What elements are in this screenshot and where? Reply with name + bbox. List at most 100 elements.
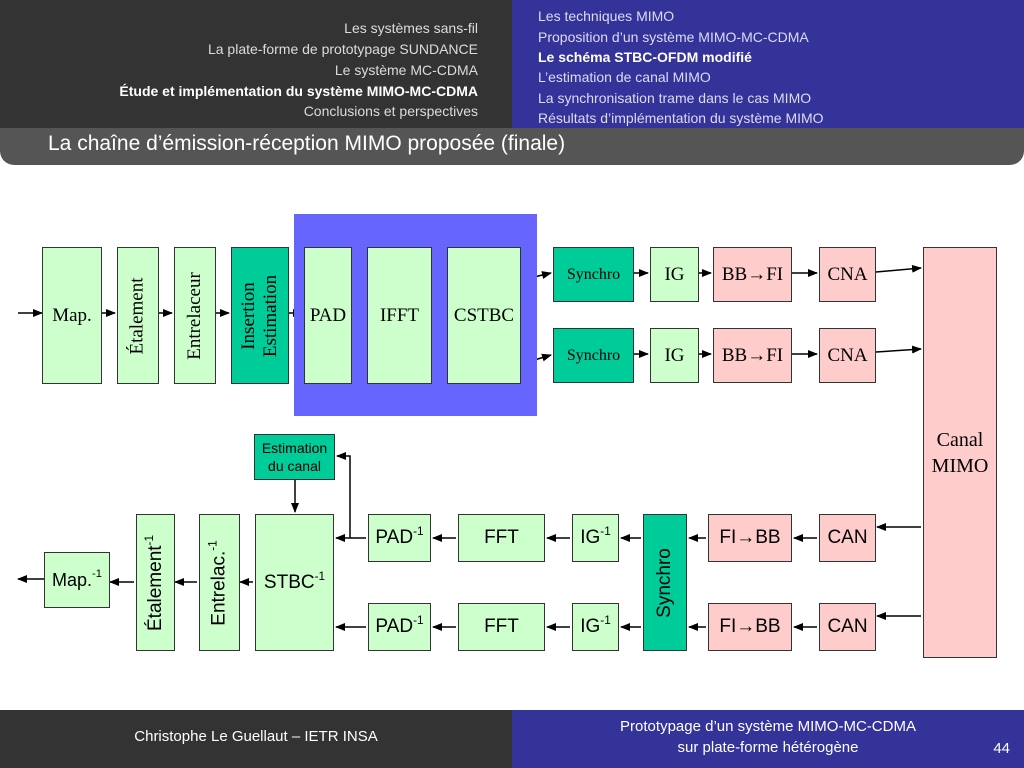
tx-insertion-estimation-block: Insertion Estimation <box>231 247 289 384</box>
rx-map-exp: -1 <box>92 567 102 580</box>
footer-author: Christophe Le Guellaut – IETR INSA <box>134 728 378 745</box>
rx-fft-label-1: FFT <box>484 527 519 548</box>
canal-label: Canal <box>936 428 984 451</box>
tx-synchro-block-2: Synchro <box>553 328 634 383</box>
rx-du-canal-label: du canal <box>268 458 321 474</box>
rx-etalement-exp: -1 <box>142 534 156 545</box>
rx-fft-block-1: FFT <box>458 514 545 562</box>
tx-map-block: Map. <box>42 247 102 384</box>
rx-pad-block-2: PAD-1 <box>368 603 431 651</box>
tx-map-label: Map. <box>52 304 92 326</box>
canal-mimo-block: Canal MIMO <box>923 247 997 658</box>
subsection-item-proposition[interactable]: Proposition d’un système MIMO-MC-CDMA <box>538 29 809 45</box>
rx-fi-bb-block-2: FI→BB <box>708 603 792 651</box>
rx-estimation-canal-block: Estimation du canal <box>254 434 335 480</box>
tx-bb-fi-label-1: BB→FI <box>721 263 784 285</box>
rx-synchro-block: Synchro <box>643 514 687 651</box>
rx-entrelac-label: Entrelac. <box>208 550 230 626</box>
tx-ig-label-2: IG <box>664 344 685 366</box>
tx-bb-fi-block-1: BB→FI <box>713 247 792 302</box>
rx-synchro-label: Synchro <box>654 547 676 618</box>
rx-can-label-2: CAN <box>827 616 868 637</box>
tx-pad-label: PAD <box>309 304 347 326</box>
mimo-label: MIMO <box>931 454 989 477</box>
rx-map-text: Map.-1 <box>52 567 102 591</box>
rx-fi-bb-label-1: FI→BB <box>719 527 781 548</box>
rx-ig-text-2: IG-1 <box>580 614 611 638</box>
subsection-item-synchronisation[interactable]: La synchronisation trame dans le cas MIM… <box>538 90 812 106</box>
rx-pad-text-2: PAD-1 <box>375 614 423 638</box>
tx-cstbc-label: CSTBC <box>453 304 515 326</box>
rx-pad-exp-1: -1 <box>413 525 424 538</box>
arrow-cna1-canal <box>875 264 922 273</box>
rx-entrelac-exp: -1 <box>206 539 220 551</box>
rx-etalement-text: Étalement-1 <box>142 534 167 631</box>
rx-ig-block-1: IG-1 <box>572 514 619 562</box>
section-item-conclusions[interactable]: Conclusions et perspectives <box>303 103 478 119</box>
tx-etalement-label: Étalement <box>127 276 148 355</box>
subsection-item-resultats[interactable]: Résultats d’implémentation du système MI… <box>538 110 824 126</box>
tx-cna-label-2: CNA <box>827 344 868 366</box>
rx-map-block: Map.-1 <box>44 552 110 608</box>
rx-ig-exp-2: -1 <box>600 614 611 627</box>
tx-entrelaceur-block: Entrelaceur <box>174 247 216 384</box>
tx-ifft-block: IFFT <box>367 247 432 384</box>
rx-ig-block-2: IG-1 <box>572 603 619 651</box>
rx-entrelac-text: Entrelac.-1 <box>206 539 231 626</box>
title-bar <box>0 128 1024 165</box>
rx-ig-label-2: IG <box>580 616 601 637</box>
arrow-pad1-estimation <box>336 452 351 538</box>
rx-fft-label-2: FFT <box>484 616 519 637</box>
rx-fi-bb-label-2: FI→BB <box>719 616 781 637</box>
rx-entrelac-block: Entrelac.-1 <box>199 514 240 651</box>
tx-ig-block-2: IG <box>650 328 699 383</box>
section-item-sans-fil[interactable]: Les systèmes sans-fil <box>344 20 478 36</box>
tx-pad-block: PAD <box>304 247 352 384</box>
rx-map-label: Map. <box>52 569 93 590</box>
rx-stbc-label: STBC <box>263 571 315 593</box>
tx-insertion-estimation-text: Insertion Estimation <box>238 274 282 356</box>
tx-cna-block-2: CNA <box>819 328 876 383</box>
rx-pad-text-1: PAD-1 <box>375 525 424 549</box>
tx-estimation-label: Estimation <box>260 274 282 357</box>
tx-insertion-label: Insertion <box>238 281 260 350</box>
footer-right-panel <box>512 710 1024 768</box>
tx-entrelaceur-label: Entrelaceur <box>184 271 205 360</box>
rx-etalement-label: Étalement <box>144 544 166 631</box>
subsection-item-stbc-ofdm-active[interactable]: Le schéma STBC-OFDM modifié <box>538 49 752 65</box>
slide-title: La chaîne d’émission-réception MIMO prop… <box>48 132 566 155</box>
header-subsections-panel: Les techniques MIMO Proposition d’un sys… <box>512 0 1024 128</box>
rx-fi-bb-block-1: FI→BB <box>708 514 792 562</box>
rx-pad-label-1: PAD <box>375 527 414 548</box>
rx-can-block-1: CAN <box>819 514 876 562</box>
subsection-item-estimation[interactable]: L’estimation de canal MIMO <box>538 69 711 85</box>
tx-ig-label-1: IG <box>664 263 685 285</box>
tx-ig-block-1: IG <box>650 247 699 302</box>
footer-left-panel <box>0 710 512 768</box>
tx-synchro-label-1: Synchro <box>566 265 621 283</box>
rx-pad-label-2: PAD <box>375 616 414 637</box>
rx-stbc-text: STBC-1 <box>263 569 326 594</box>
section-item-sundance[interactable]: La plate-forme de prototypage SUNDANCE <box>207 41 478 57</box>
rx-etalement-block: Étalement-1 <box>136 514 175 651</box>
rx-estimation-label: Estimation <box>261 440 328 456</box>
footer-presentation-title: Prototypage d’un système MIMO-MC-CDMA su… <box>512 716 1024 758</box>
rx-ig-text-1: IG-1 <box>580 525 611 549</box>
section-item-mc-cdma[interactable]: Le système MC-CDMA <box>334 62 478 78</box>
subsection-item-techniques-mimo[interactable]: Les techniques MIMO <box>538 8 675 24</box>
rx-stbc-exp: -1 <box>314 569 326 583</box>
tx-cna-block-1: CNA <box>819 247 876 302</box>
tx-ifft-label: IFFT <box>379 304 420 326</box>
tx-bb-fi-label-2: BB→FI <box>721 344 784 366</box>
page-number: 44 <box>993 740 1010 757</box>
footer-title-line1: Prototypage d’un système MIMO-MC-CDMA <box>620 718 916 735</box>
tx-synchro-label-2: Synchro <box>566 346 621 364</box>
rx-ig-label-1: IG <box>580 527 601 548</box>
rx-ig-exp-1: -1 <box>600 525 611 538</box>
tx-cstbc-block: CSTBC <box>447 247 521 384</box>
tx-bb-fi-block-2: BB→FI <box>713 328 792 383</box>
section-item-mimo-mc-cdma-active[interactable]: Étude et implémentation du système MIMO-… <box>119 83 478 99</box>
rx-can-block-2: CAN <box>819 603 876 651</box>
rx-stbc-block: STBC-1 <box>255 514 334 651</box>
